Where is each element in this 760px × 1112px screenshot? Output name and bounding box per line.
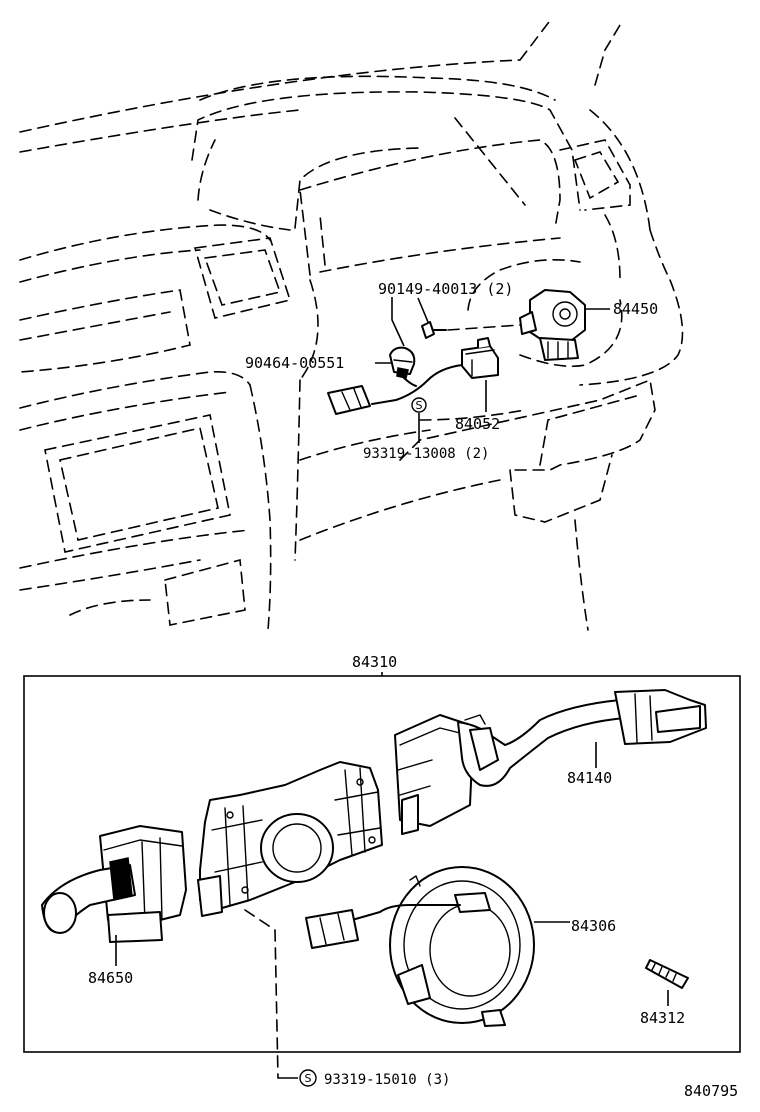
dashboard-outline [19,17,684,631]
label-84312: 84312 [640,1009,685,1027]
washer-symbol-lower: S [305,1072,312,1085]
screw-dashed-path [447,324,521,331]
lower-leaders [115,742,669,1006]
washer-symbol-upper: S [416,399,423,412]
label-84052: 84052 [455,415,500,433]
ignition-switch [519,289,586,361]
figure-code: 840795 [684,1082,738,1100]
bracket-screw-dashed-path [244,909,279,1079]
washer-screw-lower: S [278,1069,317,1087]
upper-leaders [375,297,610,443]
wiper-switch [41,825,187,943]
screw [421,321,447,339]
assembly-box-84310 [23,675,741,1053]
switch-bracket [197,761,383,917]
label-93319-15010: 93319-15010 (3) [324,1072,450,1088]
label-84650: 84650 [88,969,133,987]
label-90149-40013: 90149-40013 (2) [378,280,513,298]
bulb-socket [389,346,416,379]
washer-screw-upper: S [411,397,427,413]
label-84306: 84306 [571,917,616,935]
spiral-cable [305,866,535,1027]
label-84450: 84450 [613,300,658,318]
label-90464-00551: 90464-00551 [245,354,344,372]
label-84140: 84140 [567,769,612,787]
turn-signal-switch [394,689,707,835]
label-84310: 84310 [352,653,397,671]
light-wire-harness [327,337,499,415]
label-93319-13008: 93319-13008 (2) [363,446,489,462]
screw-84312 [645,959,689,989]
